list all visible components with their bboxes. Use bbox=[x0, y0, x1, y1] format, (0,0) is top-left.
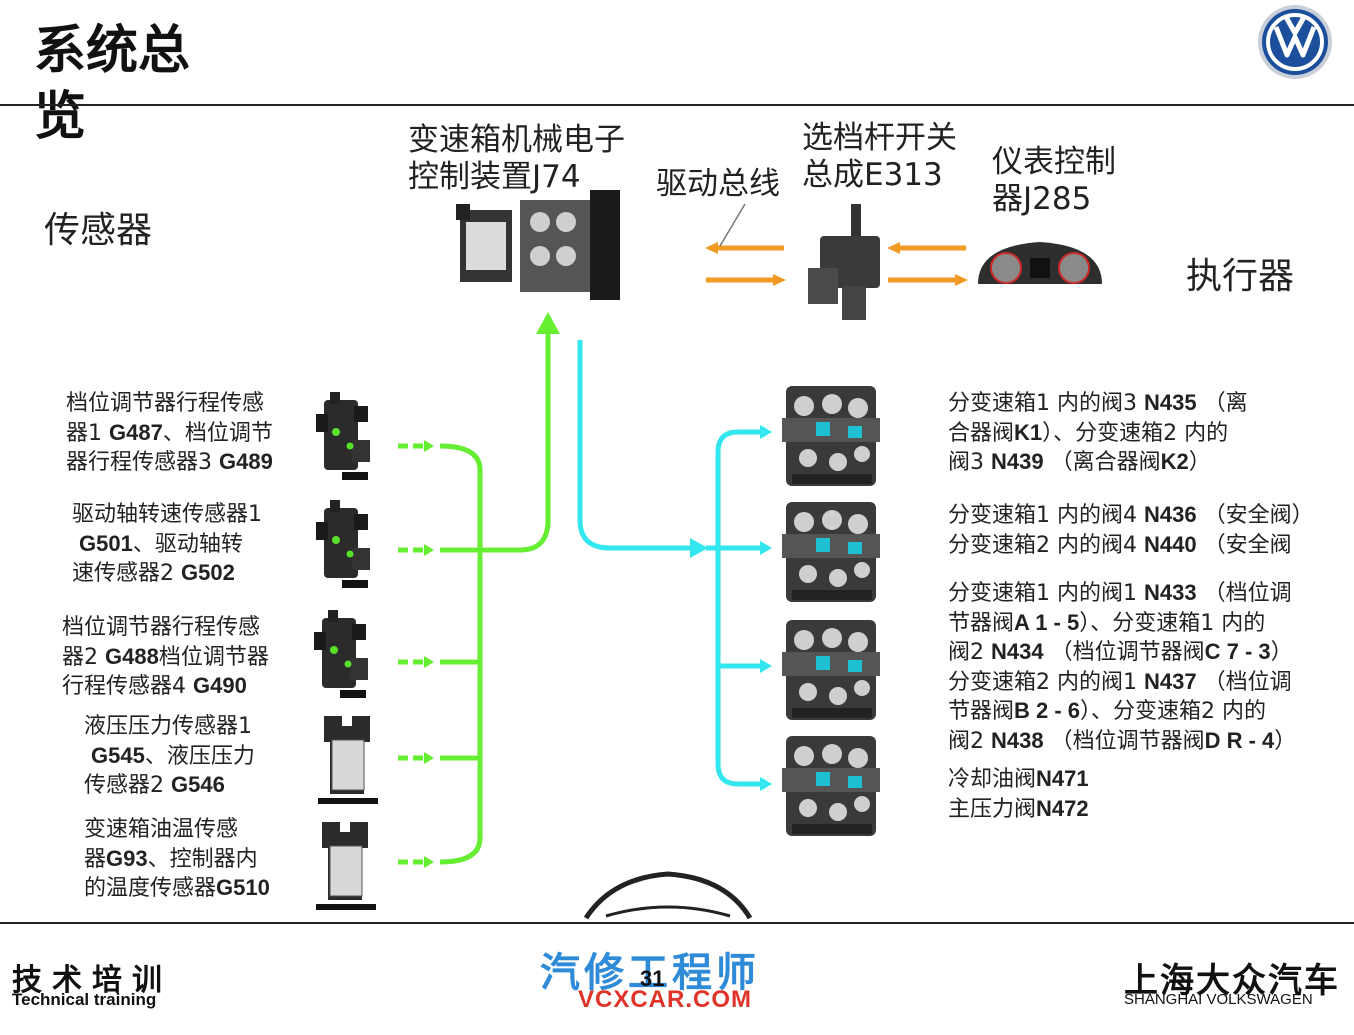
component-code: G490 bbox=[193, 673, 247, 698]
component-code: N439 bbox=[991, 449, 1044, 474]
component-code: N471 bbox=[1036, 766, 1089, 791]
drive-bus-label: 驱动总线 bbox=[656, 166, 780, 202]
component-code: N438 bbox=[991, 727, 1044, 753]
description-text: ）、分变速箱1 内的 阀2 bbox=[948, 610, 1266, 666]
component-code: N434 bbox=[991, 639, 1044, 664]
valve-block-image-1 bbox=[782, 386, 880, 486]
description-text: ） 分变速箱2 内的阀1 bbox=[948, 640, 1293, 695]
vw-logo-icon bbox=[1258, 5, 1332, 79]
component-code: G501 bbox=[79, 530, 133, 556]
page-number: 31 bbox=[640, 966, 665, 991]
footer-brand-cn: 上海大众汽车 bbox=[1124, 961, 1340, 1001]
description-text: 档位调节器行程传感 器2 bbox=[62, 615, 261, 670]
valve-block-image-4 bbox=[782, 736, 880, 836]
description-text: ） bbox=[1188, 450, 1211, 475]
description-text: （离合器阀 bbox=[1043, 450, 1161, 475]
watermark-text-en: VCXCAR.COM bbox=[578, 986, 753, 1013]
watermark-car-icon bbox=[583, 871, 753, 920]
component-code: C 7 - 3 bbox=[1204, 639, 1271, 664]
component-code: N437 bbox=[1143, 668, 1197, 694]
footer-brand-en: SHANGHAI VOLKSWAGEN bbox=[1124, 991, 1313, 1008]
sensor-image-1 bbox=[316, 392, 370, 480]
component-code: D R - 4 bbox=[1204, 727, 1275, 753]
description-text: 、控制器内 的温度传感器 bbox=[84, 846, 258, 902]
description-text: 驱动轴转速传感器1 bbox=[72, 502, 262, 527]
sensor-desc-1: 档位调节器行程传感 器1 G487、档位调节 器行程传感器3 G489 bbox=[66, 390, 273, 478]
actuator-desc-4: 冷却油阀N471 主压力阀N472 bbox=[948, 765, 1089, 824]
component-code: G546 bbox=[171, 772, 225, 797]
component-code: G545 bbox=[91, 742, 145, 768]
actuator-desc-2: 分变速箱1 内的阀4 N436 （安全阀） 分变速箱2 内的阀4 N440 （安… bbox=[948, 501, 1314, 560]
description-text: （离 合器阀 bbox=[948, 391, 1248, 446]
page-title: 系统总览 bbox=[34, 20, 191, 147]
component-code: G489 bbox=[219, 449, 273, 474]
description-text: （安全阀） 分变速箱2 内的阀4 bbox=[948, 503, 1314, 558]
component-code: G502 bbox=[181, 560, 235, 585]
component-code: G487 bbox=[109, 419, 163, 445]
valve-block-image-2 bbox=[782, 502, 880, 602]
component-code: B 2 - 6 bbox=[1014, 698, 1081, 723]
component-code: G488 bbox=[105, 643, 159, 669]
component-code: N436 bbox=[1143, 502, 1197, 527]
description-text: ）、分变速箱2 内的 阀3 bbox=[948, 420, 1229, 476]
component-code: N472 bbox=[1036, 795, 1089, 821]
header-divider bbox=[0, 104, 1354, 106]
sensor-image-5 bbox=[315, 821, 377, 911]
description-text: （档位调 节器阀 bbox=[948, 669, 1292, 725]
component-code: N433 bbox=[1143, 580, 1197, 605]
actuator-desc-1: 分变速箱1 内的阀3 N435 （离 合器阀K1）、分变速箱2 内的 阀3 N4… bbox=[948, 389, 1248, 478]
actuator-desc-3: 分变速箱1 内的阀1 N433 （档位调 节器阀A 1 - 5）、分变速箱1 内… bbox=[948, 579, 1296, 756]
description-text: ） bbox=[1274, 728, 1297, 754]
component-code: G510 bbox=[216, 875, 270, 900]
description-text: 分变速箱1 内的阀4 bbox=[948, 503, 1144, 528]
description-text: 分变速箱1 内的阀3 bbox=[948, 391, 1144, 416]
description-text: 冷却油阀 bbox=[948, 767, 1037, 792]
description-text: 档位调节器 行程传感器4 bbox=[62, 644, 269, 700]
component-code: K1 bbox=[1014, 419, 1043, 445]
instrument-label: 仪表控制 器J285 bbox=[992, 144, 1116, 217]
description-text: （安全阀 bbox=[1196, 532, 1292, 558]
mechatronic-unit-image bbox=[456, 190, 620, 300]
description-text: 液压压力传感器1 bbox=[84, 714, 252, 739]
description-text: 变速箱油温传感 器 bbox=[84, 817, 239, 872]
component-code: K2 bbox=[1160, 449, 1189, 474]
component-code: A 1 - 5 bbox=[1014, 609, 1080, 635]
description-text: （档位调节器阀 bbox=[1043, 728, 1205, 754]
description-text: 、驱动轴转 速传感器2 bbox=[72, 531, 243, 587]
sensor-desc-4: 液压压力传感器1 G545、液压压力 传感器2 G546 bbox=[84, 713, 255, 801]
description-text: 档位调节器行程传感 器1 bbox=[66, 391, 265, 446]
component-code: N435 bbox=[1143, 390, 1197, 415]
sensor-image-4 bbox=[317, 715, 379, 805]
description-text: 、液压压力 传感器2 bbox=[84, 743, 255, 799]
sensor-image-2 bbox=[316, 500, 370, 588]
description-text: 、档位调节 器行程传感器3 bbox=[66, 420, 273, 476]
description-text: （档位调节器阀 bbox=[1043, 640, 1205, 665]
sensors-heading: 传感器 bbox=[44, 210, 153, 251]
sensor-image-3 bbox=[314, 610, 368, 698]
instrument-cluster-image bbox=[978, 242, 1102, 284]
description-text: 主压力阀 bbox=[948, 796, 1037, 822]
description-text: （档位调 节器阀 bbox=[948, 581, 1292, 636]
footer-divider bbox=[0, 922, 1354, 924]
mechatronic-label: 变速箱机械电子 控制装置J74 bbox=[408, 122, 625, 195]
watermark-text-cn: 汽修工程师 bbox=[540, 950, 760, 996]
description-text: ）、分变速箱2 内的 阀2 bbox=[948, 699, 1267, 754]
footer-training-cn: 技术培训 bbox=[12, 963, 172, 998]
component-code: G93 bbox=[106, 845, 148, 871]
sensor-desc-3: 档位调节器行程传感 器2 G488档位调节器 行程传感器4 G490 bbox=[62, 614, 269, 702]
description-text: 分变速箱1 内的阀1 bbox=[948, 581, 1144, 606]
selector-lever-image bbox=[808, 204, 880, 320]
footer-training-en: Technical training bbox=[12, 990, 157, 1009]
component-code: N440 bbox=[1143, 531, 1197, 557]
valve-block-image-3 bbox=[782, 620, 880, 720]
sensor-desc-5: 变速箱油温传感 器G93、控制器内 的温度传感器G510 bbox=[84, 816, 270, 904]
actuators-heading: 执行器 bbox=[1186, 256, 1295, 297]
sensor-desc-2: 驱动轴转速传感器1 G501、驱动轴转 速传感器2 G502 bbox=[72, 501, 262, 589]
selector-label: 选档杆开关 总成E313 bbox=[802, 120, 957, 193]
